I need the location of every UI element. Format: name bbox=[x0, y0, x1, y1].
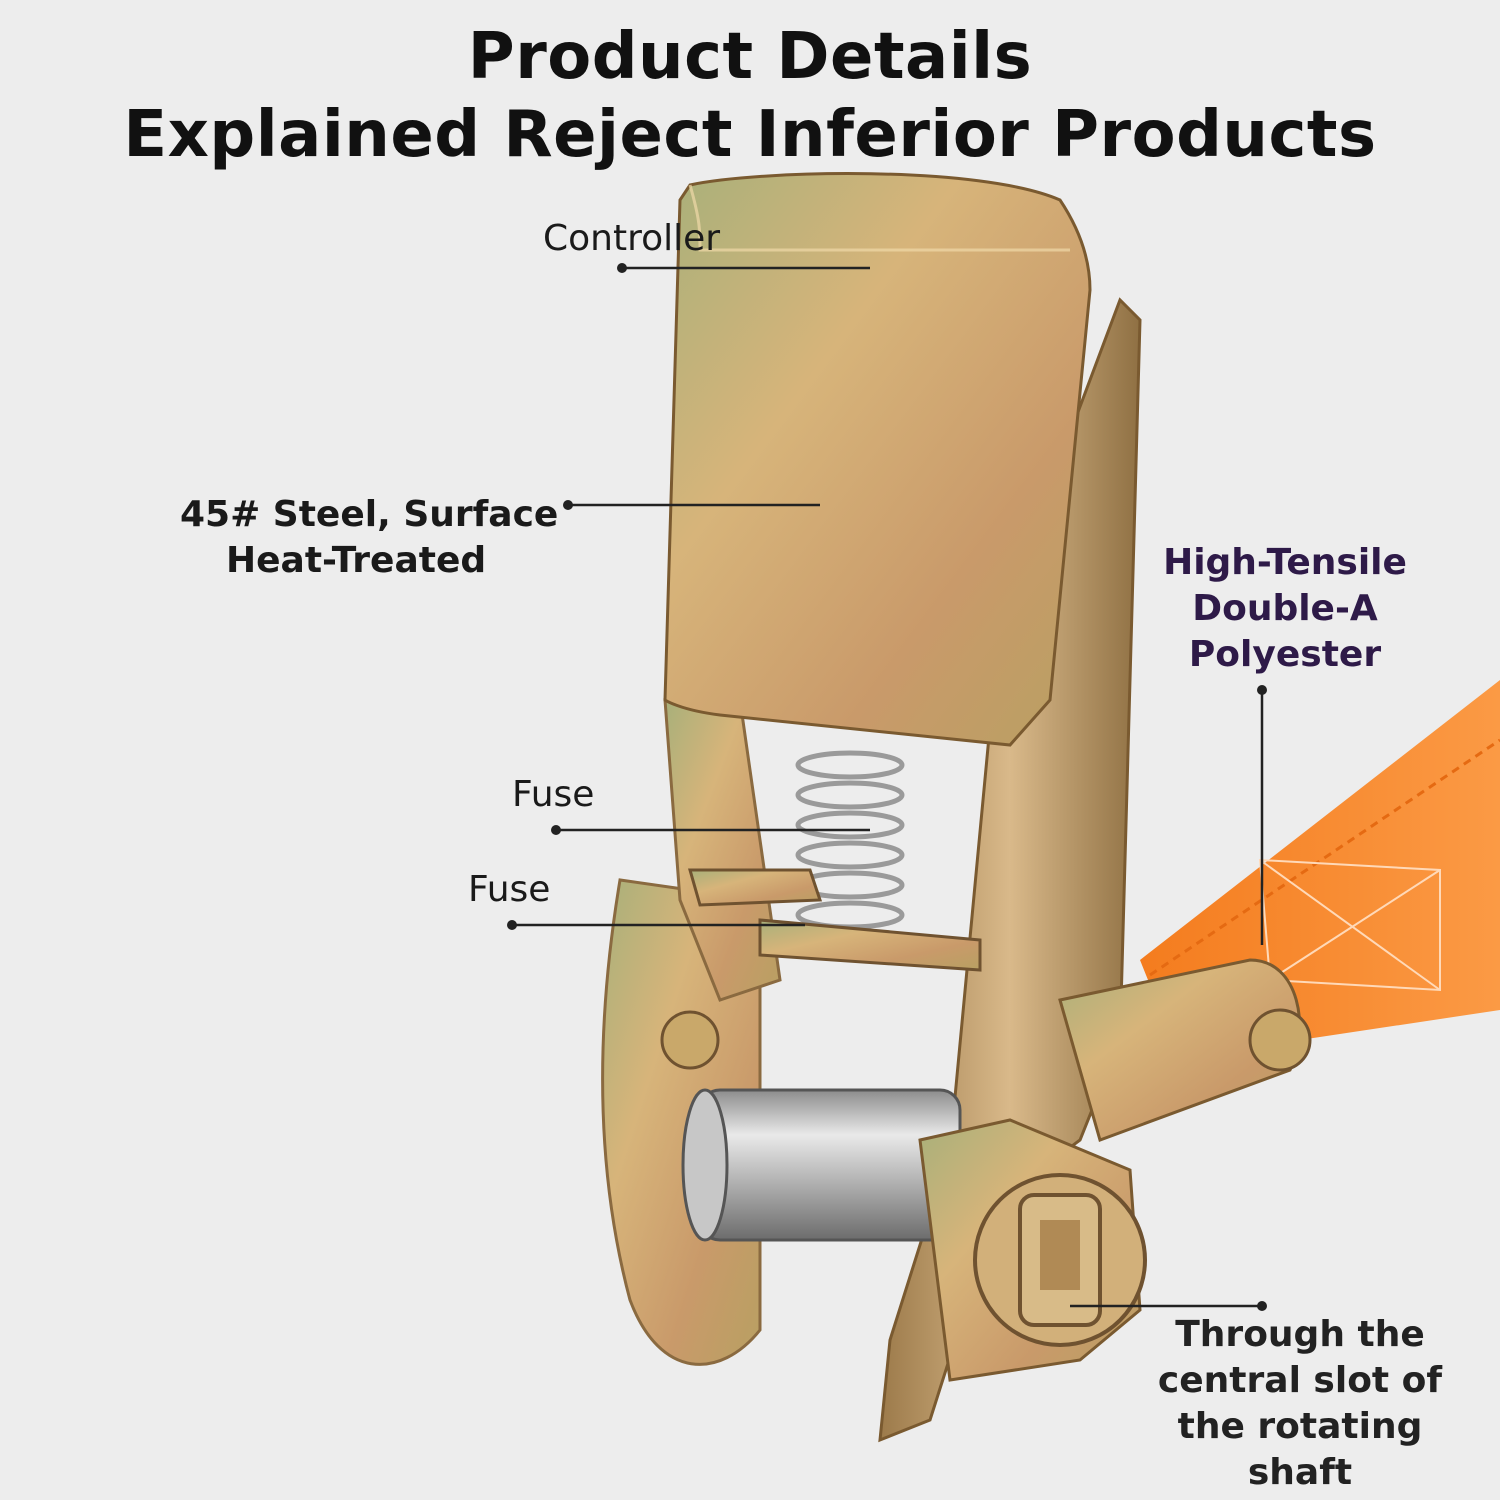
callout-shaft-line-1: Through the bbox=[1175, 1314, 1425, 1355]
callout-fuse-lower: Fuse bbox=[468, 869, 551, 910]
page-title-line-2: Explained Reject Inferior Products bbox=[123, 98, 1377, 172]
callout-shaft-line-2: central slot of bbox=[1157, 1360, 1443, 1401]
callout-controller: Controller bbox=[543, 218, 721, 259]
callout-polyester-line-3: Polyester bbox=[1188, 634, 1382, 675]
rotating-shaft bbox=[681, 1088, 962, 1242]
controller-handle bbox=[663, 172, 1092, 747]
callout-shaft-line-3: the rotating bbox=[1177, 1406, 1423, 1447]
callout-fuse-upper: Fuse bbox=[512, 774, 595, 815]
callout-lines bbox=[507, 263, 1267, 1311]
callout-polyester-line-1: High-Tensile bbox=[1163, 542, 1407, 583]
callout-steel-line-1: 45# Steel, Surface bbox=[180, 494, 559, 535]
callout-shaft-line-4: shaft bbox=[1247, 1452, 1353, 1493]
callout-shaft: Through the central slot of the rotating… bbox=[1150, 1312, 1450, 1496]
page-title-line-1: Product Details bbox=[467, 20, 1033, 94]
callout-polyester: High-Tensile Double-A Polyester bbox=[1150, 540, 1420, 678]
callout-polyester-line-2: Double-A bbox=[1192, 588, 1378, 629]
callout-steel-line-2: Heat-Treated bbox=[226, 540, 487, 581]
fuse-pawl bbox=[688, 868, 823, 907]
hub-plate bbox=[660, 1010, 1147, 1382]
